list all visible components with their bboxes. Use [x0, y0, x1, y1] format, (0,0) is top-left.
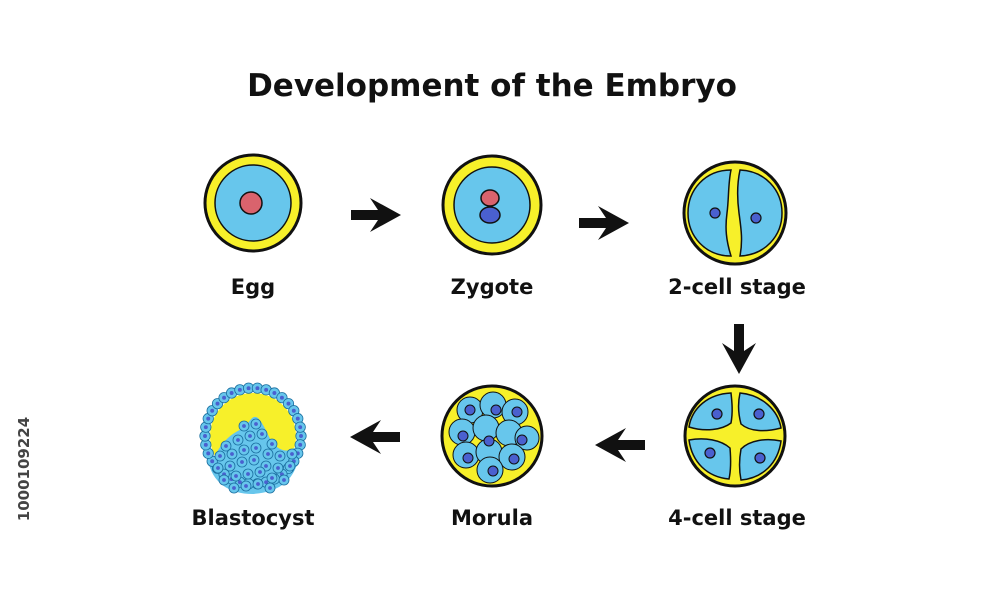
stage-label-morula: Morula: [450, 506, 533, 530]
stage-label-blastocyst: Blastocyst: [191, 506, 315, 530]
trophoblast-cell-nucleus: [206, 416, 211, 421]
trophoblast-cell-nucleus: [237, 387, 242, 392]
image-id-text: 1000109224: [15, 416, 33, 522]
arrow-morula-to-blastocyst: [350, 420, 400, 454]
arrow-zygote-to-2cell: [579, 206, 629, 240]
trophoblast-cell-nucleus: [299, 434, 303, 438]
trophoblast-cell-nucleus: [222, 395, 227, 400]
blastocyst-illustration: [199, 382, 307, 494]
inner-mass-cell-nucleus: [290, 452, 294, 456]
inner-mass-cell-nucleus: [232, 486, 236, 490]
inner-mass-cell-nucleus: [266, 452, 270, 456]
inner-mass-cell-nucleus: [270, 442, 274, 446]
trophoblast-cell-nucleus: [237, 480, 242, 485]
inner-mass-cell-nucleus: [216, 466, 220, 470]
arrow-4cell-to-morula: [595, 428, 645, 462]
inner-mass-cell-nucleus: [268, 486, 272, 490]
trophoblast-cell-nucleus: [246, 386, 251, 391]
arrow-egg-to-zygote: [351, 198, 401, 232]
trophoblast-cell-nucleus: [229, 391, 234, 396]
inner-mass-cell-nucleus: [282, 478, 286, 482]
trophoblast-cell-nucleus: [298, 442, 303, 447]
inner-mass-cell-nucleus: [270, 476, 274, 480]
arrow-2cell-to-4cell: [722, 324, 756, 374]
inner-mass-cell-nucleus: [260, 432, 264, 436]
diagram-title: Development of the Embryo: [247, 68, 737, 104]
inner-mass-cell-nucleus: [218, 454, 222, 458]
trophoblast-cell-nucleus: [255, 386, 260, 391]
stage-label-egg: Egg: [230, 275, 276, 299]
inner-mass-cell-nucleus: [248, 434, 252, 438]
zygote-illustration: [441, 154, 543, 256]
trophoblast-cell-nucleus: [264, 480, 269, 485]
inner-mass-cell-nucleus: [228, 464, 232, 468]
arrows: [350, 198, 756, 462]
morula-illustration: [440, 384, 544, 488]
egg-illustration: [203, 153, 303, 253]
stage-label-two-cell: 2-cell stage: [668, 275, 806, 299]
trophoblast-cell-nucleus: [295, 416, 300, 421]
two-cell-illustration: [682, 160, 788, 266]
trophoblast-cell-nucleus: [203, 442, 208, 447]
inner-mass-cell-nucleus: [254, 422, 258, 426]
inner-mass-cell-nucleus: [288, 464, 292, 468]
inner-mass-cell-nucleus: [278, 454, 282, 458]
inner-mass-cell-nucleus: [258, 470, 262, 474]
trophoblast-cell-nucleus: [203, 425, 208, 430]
inner-mass-cell-nucleus: [246, 472, 250, 476]
inner-mass-cell-nucleus: [242, 448, 246, 452]
trophoblast-cell-nucleus: [203, 434, 207, 438]
inner-mass-cell-nucleus: [252, 458, 256, 462]
trophoblast-cell-nucleus: [210, 459, 215, 464]
inner-mass-cell-nucleus: [224, 444, 228, 448]
trophoblast-cell-nucleus: [279, 395, 284, 400]
inner-mass-cell-nucleus: [234, 474, 238, 478]
trophoblast-cell-nucleus: [264, 387, 269, 392]
inner-mass-cell-nucleus: [254, 446, 258, 450]
trophoblast-cell-nucleus: [298, 425, 303, 430]
inner-mass-cell-nucleus: [240, 460, 244, 464]
inner-mass-cell-nucleus: [264, 464, 268, 468]
inner-mass-cell-nucleus: [222, 478, 226, 482]
inner-mass-cell-nucleus: [242, 424, 246, 428]
inner-mass-cell-nucleus: [256, 482, 260, 486]
trophoblast-cell-nucleus: [291, 408, 296, 413]
stage-label-four-cell: 4-cell stage: [668, 506, 806, 530]
inner-mass-cell-nucleus: [230, 452, 234, 456]
trophoblast-cell-nucleus: [286, 401, 291, 406]
inner-mass-cell-nucleus: [276, 466, 280, 470]
trophoblast-cell-nucleus: [272, 391, 277, 396]
stage-label-zygote: Zygote: [450, 275, 534, 299]
trophoblast-cell-nucleus: [215, 401, 220, 406]
inner-mass-cell-nucleus: [244, 484, 248, 488]
trophoblast-cell-nucleus: [206, 451, 211, 456]
inner-mass-cell-nucleus: [236, 438, 240, 442]
four-cell-illustration: [683, 384, 787, 488]
trophoblast-cell-nucleus: [210, 408, 215, 413]
